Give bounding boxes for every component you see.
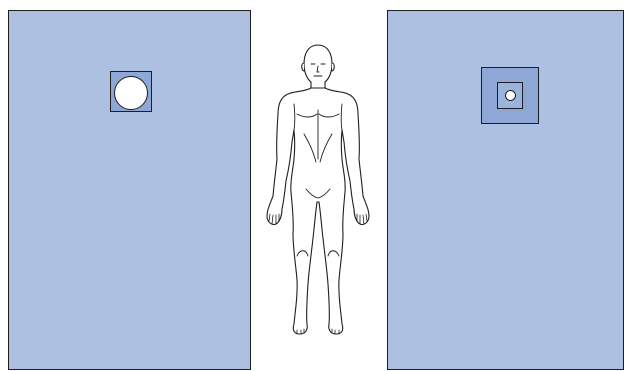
large-circular-opening	[114, 76, 148, 110]
small-circular-opening	[505, 90, 516, 101]
hand-details	[269, 214, 367, 224]
right-ear-shape	[332, 63, 334, 71]
right-drape-panel	[387, 10, 624, 370]
left-drape-panel	[8, 10, 251, 370]
large-square-window	[110, 71, 152, 112]
inner-square-window	[497, 82, 523, 109]
human-body-icon	[264, 44, 372, 340]
outer-square-window	[481, 67, 539, 124]
left-ear-shape	[302, 63, 304, 71]
